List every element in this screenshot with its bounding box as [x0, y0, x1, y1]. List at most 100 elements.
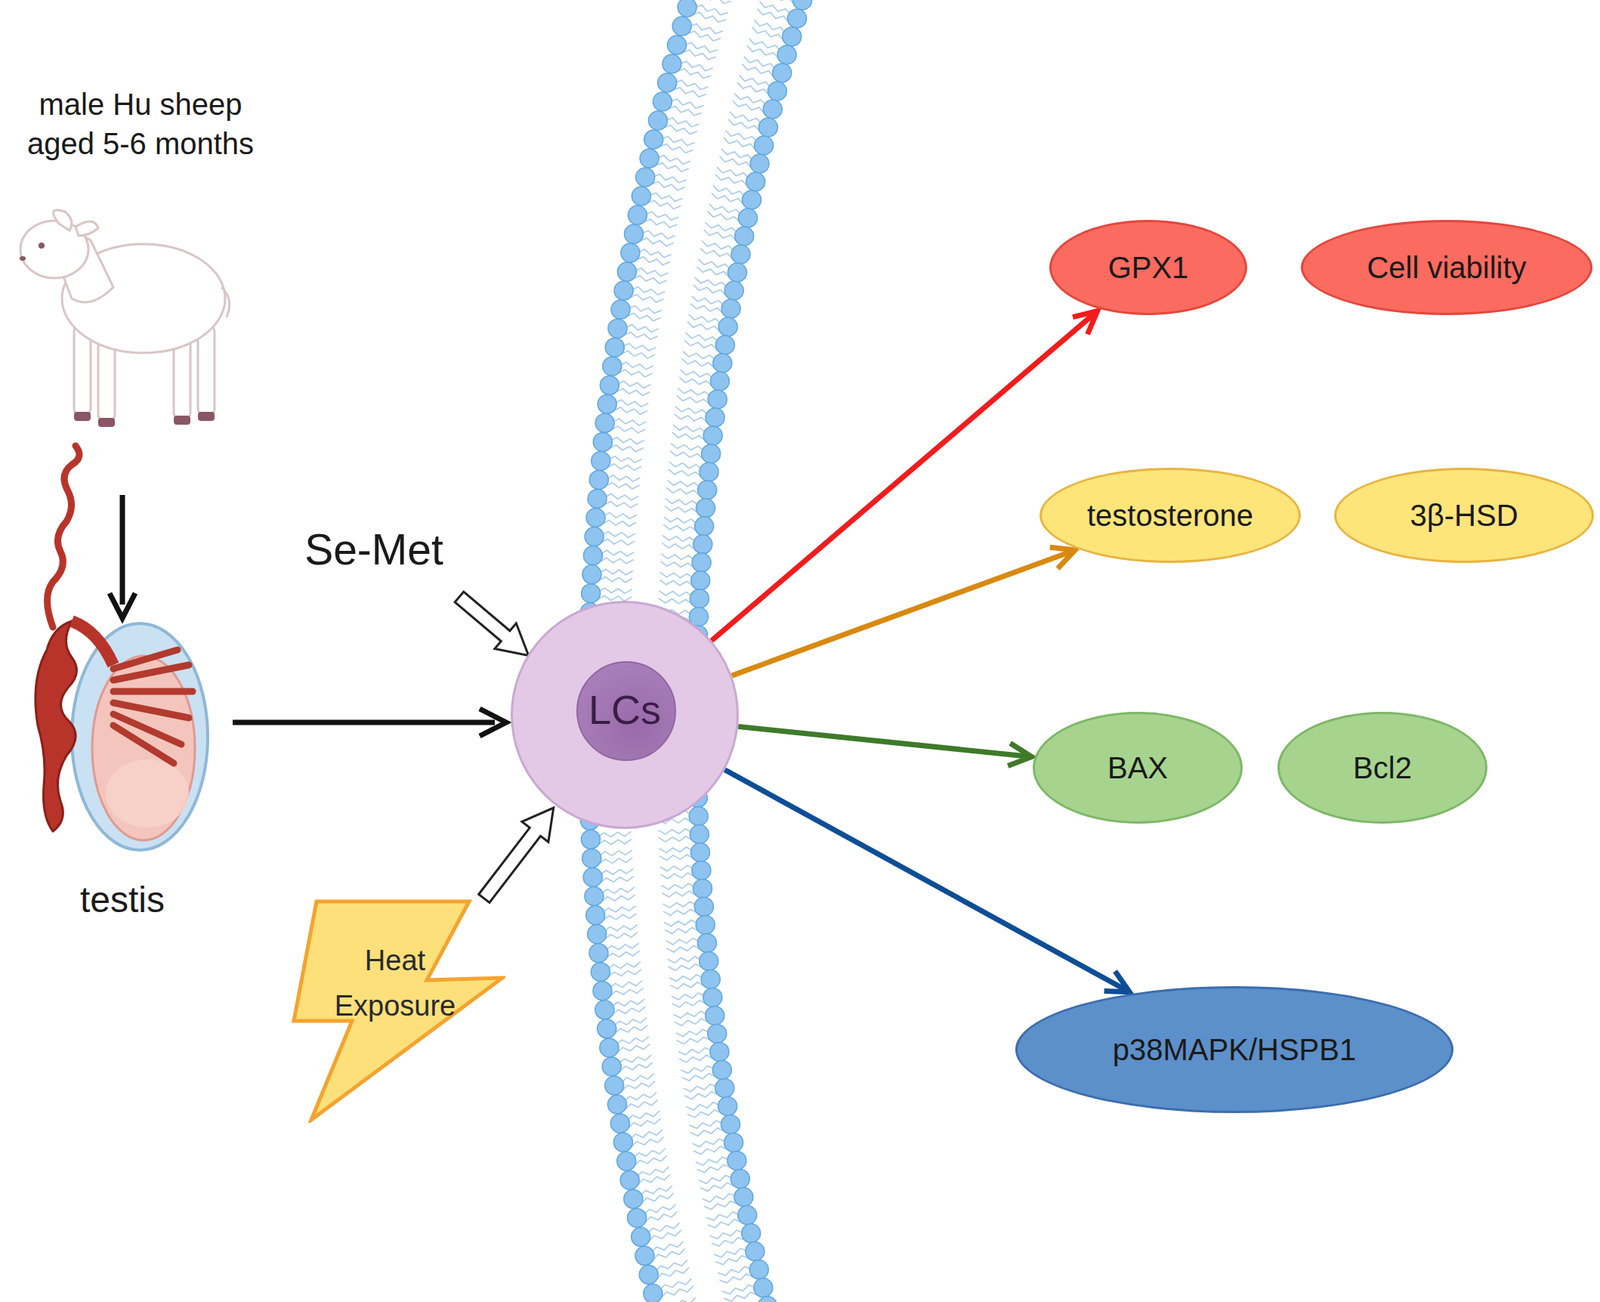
lipid-head — [712, 1059, 732, 1079]
lipid-head — [735, 226, 754, 246]
lipid-head — [727, 1150, 747, 1170]
lipid-head — [691, 552, 711, 572]
lipid-head — [793, 0, 813, 10]
result-oval: BAX — [1032, 711, 1243, 824]
lipid-head — [746, 172, 766, 192]
lipid-head — [599, 1037, 619, 1057]
lipid-head — [767, 81, 787, 101]
lipid-head — [738, 208, 758, 228]
lipid-head — [701, 444, 721, 464]
lipid-head — [787, 9, 807, 28]
lipid-head — [662, 54, 682, 74]
lipid-head — [782, 27, 802, 47]
result-oval: p38MAPK/HSPB1 — [1015, 985, 1454, 1113]
lipid-head — [693, 878, 713, 898]
lipid-head — [698, 480, 717, 500]
lipid-head — [620, 243, 640, 263]
result-oval: 3β-HSD — [1334, 467, 1594, 563]
lipid-head — [644, 129, 664, 149]
hollow-arrow — [470, 797, 567, 909]
lipid-head — [777, 45, 797, 65]
lipid-head — [718, 317, 738, 337]
lipid-head — [695, 914, 715, 934]
lipid-head — [583, 867, 603, 887]
lipid-head — [697, 932, 717, 952]
lipid-head — [639, 1264, 658, 1284]
result-oval: Bcl2 — [1277, 711, 1488, 824]
sheep-to-testis-arrow — [109, 494, 136, 618]
lipid-head — [631, 186, 651, 206]
result-oval: testosterone — [1039, 467, 1301, 563]
node-text: Heat Exposure — [319, 937, 471, 1029]
lipid-head — [657, 73, 677, 93]
lipid-head — [584, 527, 604, 547]
lipid-head — [694, 896, 714, 916]
lipid-head — [627, 205, 647, 225]
lipid-head — [599, 375, 619, 395]
heat-bolt: Heat Exposure — [290, 898, 506, 1123]
lipid-head — [591, 450, 611, 470]
lipid-head — [705, 1005, 725, 1025]
node-text: testosterone — [1087, 498, 1254, 533]
lipid-head — [648, 111, 668, 130]
lipid-head — [586, 508, 606, 528]
arrow-head — [1007, 743, 1032, 767]
arrow-head — [1050, 546, 1075, 569]
treatment-label: Se-Met — [279, 521, 469, 578]
lipid-head — [699, 951, 719, 970]
result-oval: Cell viability — [1300, 219, 1593, 316]
lipid-head — [724, 281, 744, 300]
lipid-head — [758, 1296, 778, 1302]
lipid-head — [672, 16, 692, 36]
lipid-head — [614, 281, 634, 300]
node-text: BAX — [1107, 750, 1168, 785]
lipid-head — [608, 318, 628, 338]
lipid-head — [741, 1223, 761, 1243]
lipid-head — [689, 589, 709, 609]
lipid-head — [586, 905, 606, 925]
lipid-head — [721, 299, 741, 319]
se-met-arrow — [448, 583, 540, 668]
lipid-head — [636, 167, 655, 187]
lipid-head — [762, 99, 782, 119]
lipid-head — [677, 0, 697, 17]
connector-arrow — [470, 797, 567, 909]
lipid-head — [593, 981, 612, 1001]
lipid-head — [710, 371, 729, 391]
arrow-head — [1072, 311, 1098, 335]
connector-arrow — [732, 546, 1075, 676]
lipid-head — [691, 843, 711, 862]
lipid-head — [610, 1113, 630, 1133]
leydig-cell: LCs — [510, 600, 739, 829]
testis-to-cell-arrow — [232, 708, 507, 736]
lipid-head — [750, 154, 770, 173]
lipid-head — [602, 356, 622, 376]
lipid-head — [691, 571, 711, 590]
lipid-head — [742, 190, 762, 210]
arrow-head — [1104, 970, 1131, 992]
lipid-head — [710, 1041, 729, 1061]
lipid-head — [715, 1077, 735, 1097]
lipid-head — [589, 943, 609, 963]
lipid-head — [713, 353, 733, 373]
lipid-head — [595, 1000, 615, 1020]
lipid-head — [730, 1168, 750, 1188]
lipid-head — [694, 516, 714, 536]
lipid-head — [597, 1019, 617, 1038]
lipid-head — [754, 135, 774, 155]
lipid-head — [738, 1205, 757, 1225]
lipid-head — [699, 462, 719, 482]
lipid-head — [731, 244, 751, 264]
lipid-head — [608, 1094, 628, 1114]
arrow-shaft — [711, 311, 1098, 641]
lipid-head — [693, 534, 713, 554]
lipid-head — [703, 987, 723, 1007]
lipid-head — [705, 407, 725, 427]
lipid-head — [772, 63, 792, 83]
sheep-hooves — [19, 242, 215, 427]
lipid-head — [617, 262, 637, 282]
lipid-head — [595, 413, 615, 433]
node-text: p38MAPK/HSPB1 — [1112, 1032, 1356, 1067]
connector-arrow — [738, 726, 1032, 767]
